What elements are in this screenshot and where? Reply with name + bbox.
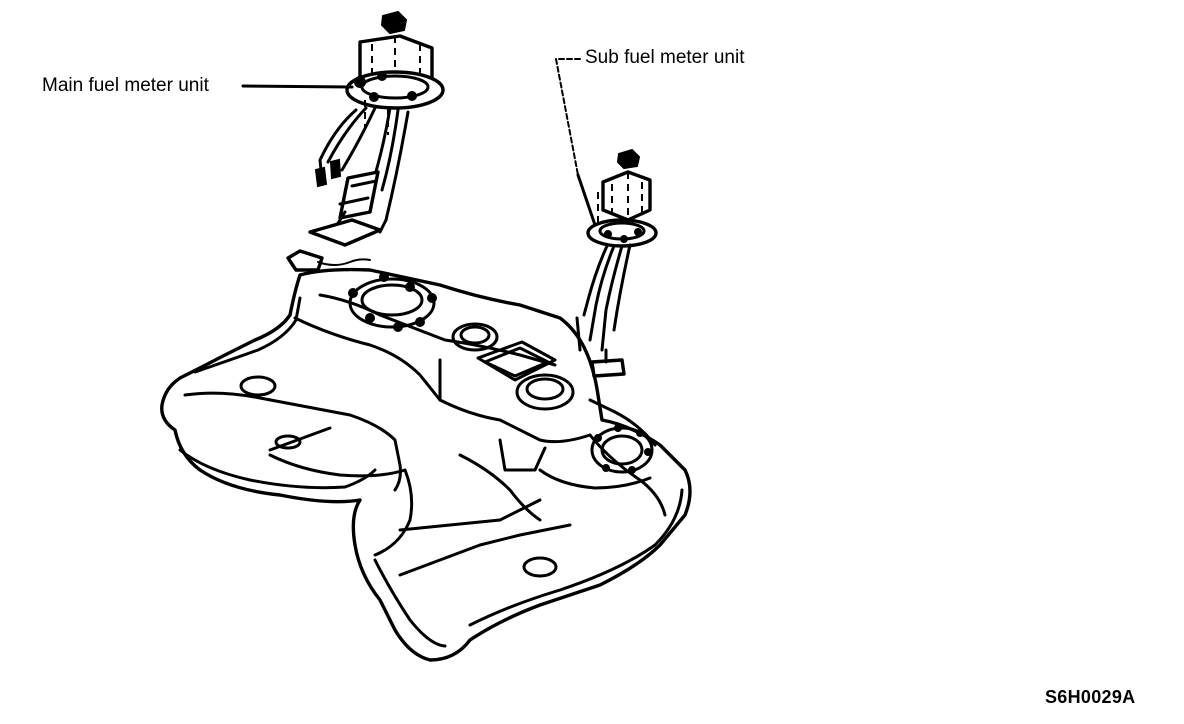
sub-unit-leader-line [554,58,581,176]
main-unit-opening [348,272,437,332]
main-unit-leader-line [241,84,354,89]
sub-fuel-meter-unit-label: Sub fuel meter unit [585,47,745,68]
main-fuel-meter-unit-label: Main fuel meter unit [42,75,209,96]
sub-fuel-meter-unit [575,148,658,378]
small-port-opening [451,322,499,352]
sub-unit-opening [515,373,575,411]
figure-code: S6H0029A [1045,687,1136,707]
sub-unit-leader-end [576,173,597,227]
filler-neck-opening [590,424,654,474]
fuel-tank [160,267,692,662]
main-fuel-meter-unit [286,10,445,272]
